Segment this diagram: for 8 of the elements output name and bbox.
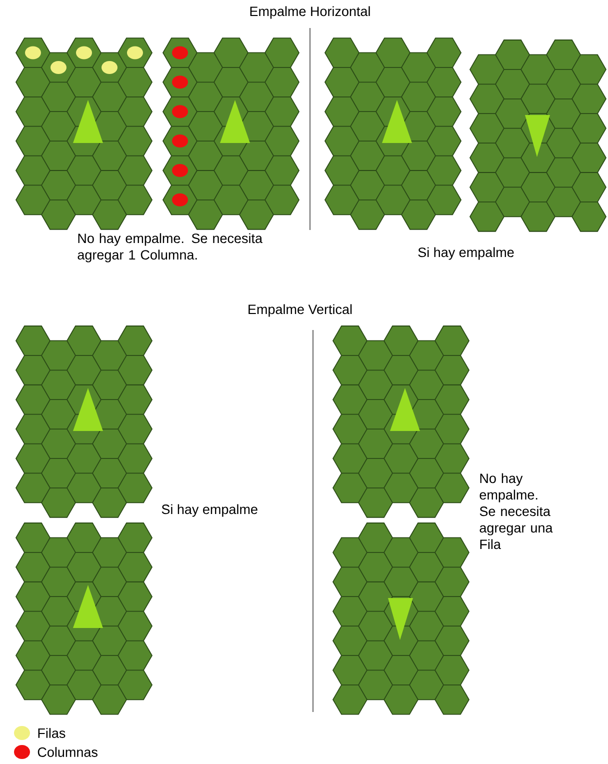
caption-text: Si hay empalme: [418, 247, 514, 260]
section-heading: Empalme Vertical: [248, 304, 352, 317]
legend-label: Filas: [38, 728, 66, 738]
section-heading: Empalme Horizontal: [250, 6, 370, 19]
caption-text: No hay empalme. Se necesita agregar una Fila: [480, 473, 553, 550]
caption-text: No hay empalme. Se necesita agregar 1 Columna.: [78, 233, 262, 262]
caption-text: Si hay empalme: [162, 504, 258, 517]
legend-label: Columnas: [38, 747, 98, 757]
